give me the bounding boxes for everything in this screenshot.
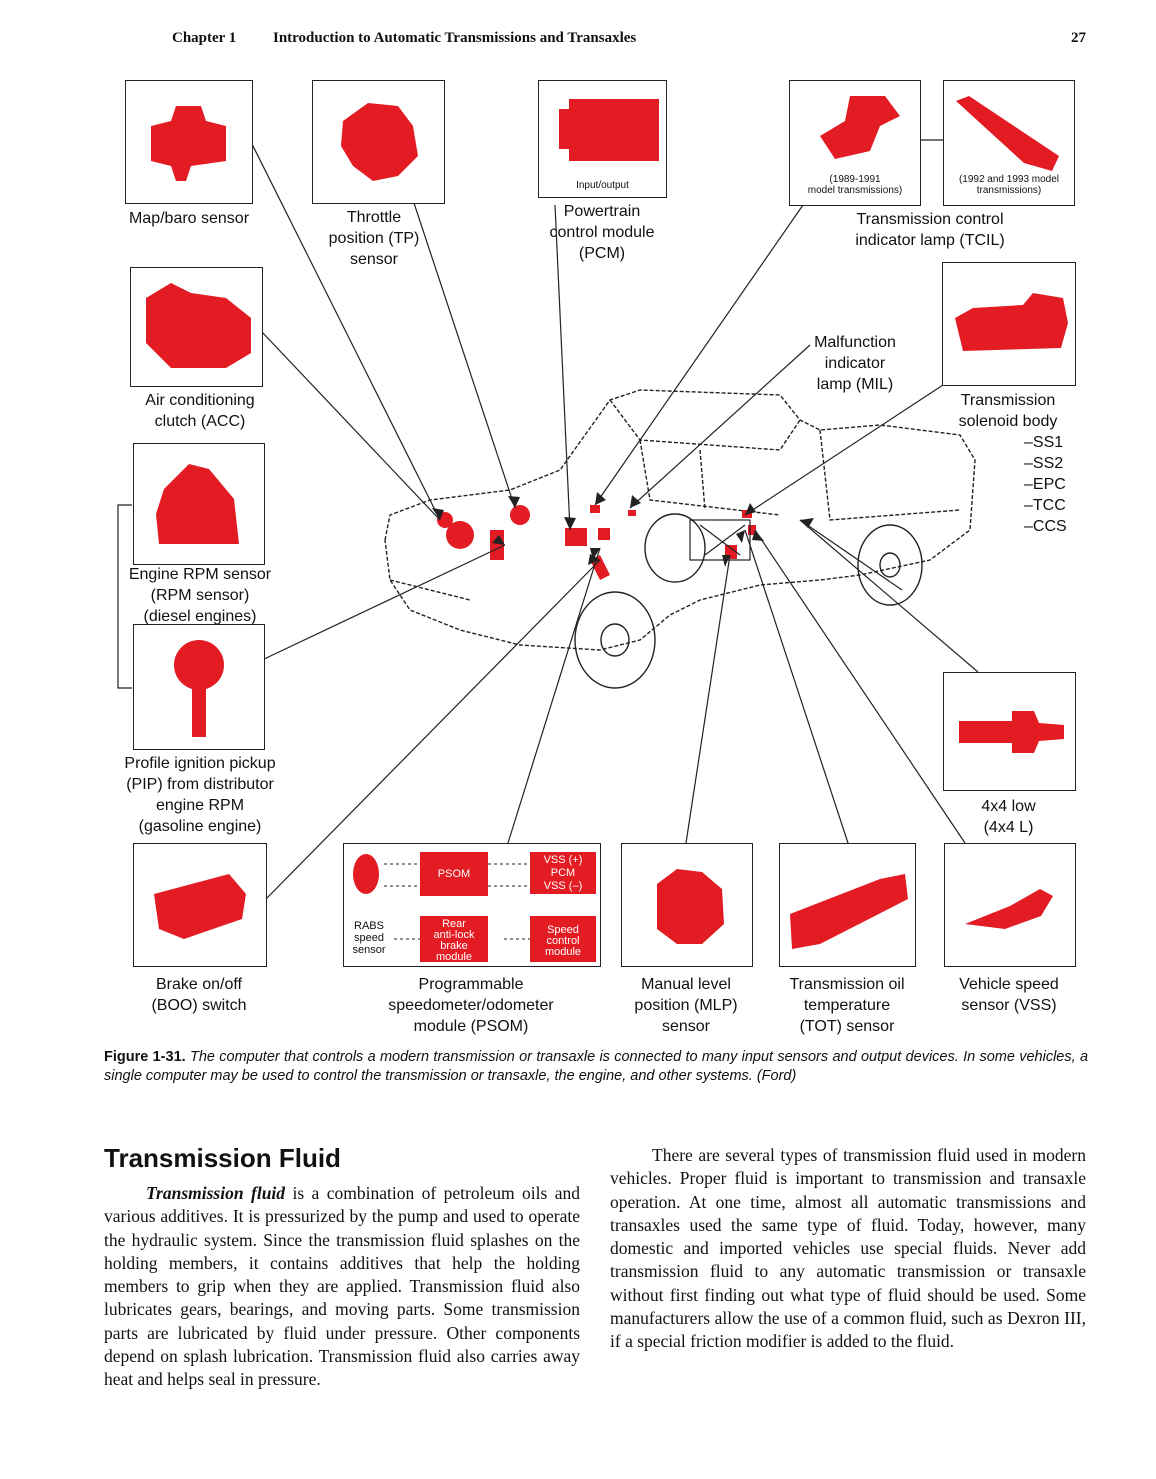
rpm-box	[133, 443, 265, 565]
body-column-left: Transmission fluid is a combination of p…	[104, 1182, 580, 1392]
tp-label-2: position (TP)	[328, 230, 420, 247]
body-column-right: There are several types of transmission …	[610, 1144, 1086, 1354]
solenoid-label-1: Transmission	[960, 392, 1056, 409]
vss-label-2: sensor (VSS)	[961, 997, 1057, 1014]
pip-box	[133, 624, 265, 750]
mlp-label-3: sensor	[661, 1018, 711, 1035]
tp-label-3: sensor	[349, 251, 399, 268]
solenoid-tcc: –TCC	[1024, 497, 1066, 514]
spd-label-2: control	[546, 935, 580, 947]
tcil-b-label-2: transmissions)	[976, 185, 1042, 196]
figure-1-31: Input/output (1989-1991 model transmissi…	[117, 80, 1076, 1035]
vss-label-1: Vehicle speed	[959, 976, 1059, 993]
rpm-label-2: (RPM sensor)	[150, 587, 250, 604]
rabs-label-1: RABS	[354, 920, 384, 932]
rear-label-3: brake	[440, 940, 468, 952]
rpm-label-1: Engine RPM sensor	[128, 566, 272, 583]
x4-label-2: (4x4 L)	[983, 819, 1034, 836]
psom-label-1: Programmable	[418, 976, 524, 993]
tot-label-3: (TOT) sensor	[799, 1018, 895, 1035]
solenoid-label-2: solenoid body	[958, 413, 1058, 430]
tp-sensor-box	[312, 80, 445, 204]
solenoid-epc: –EPC	[1024, 476, 1066, 493]
truck-diagram	[117, 139, 979, 901]
rpm-label-3: (diesel engines)	[143, 608, 257, 625]
psom-box: PSOM VSS (+) PCM VSS (–) RABS speed sens…	[343, 843, 601, 967]
mlp-label-2: position (MLP)	[634, 997, 738, 1014]
boo-label-1: Brake on/off	[156, 976, 242, 993]
mlp-box	[621, 843, 753, 967]
truck-wheels	[574, 513, 923, 689]
mil-label-1: Malfunction	[814, 334, 896, 351]
map-baro-box	[125, 80, 253, 204]
tcil-a-label-2: model transmissions)	[807, 185, 903, 196]
paragraph-1-text: is a combination of petroleum oils and v…	[104, 1183, 580, 1390]
rabs-label-3: sensor	[352, 944, 386, 956]
spd-label-1: Speed	[547, 924, 579, 936]
tot-box	[779, 843, 916, 967]
solenoid-ss1: –SS1	[1024, 434, 1064, 451]
vss-box	[944, 843, 1076, 967]
tcil-label-1: Transmission control	[856, 211, 1004, 228]
mlp-label-1: Manual level	[641, 976, 731, 993]
boo-label-2: (BOO) switch	[151, 997, 247, 1014]
vss-plus-label: VSS (+)	[543, 854, 583, 866]
key-term: Transmission fluid	[146, 1183, 286, 1203]
map-baro-label: Map/baro sensor	[128, 210, 250, 227]
tcil-a-label-1: (1989-1991	[829, 174, 881, 185]
psom-label-3: module (PSOM)	[413, 1018, 529, 1035]
rear-label-2: anti-lock	[433, 929, 475, 941]
pip-label-4: (gasoline engine)	[138, 818, 262, 835]
truck-outline	[384, 389, 976, 651]
pcm-label-3: (PCM)	[578, 245, 626, 262]
x4-label-1: 4x4 low	[981, 798, 1036, 815]
psom-inner-label: PSOM	[437, 868, 471, 880]
page-number: 27	[1071, 30, 1086, 46]
solenoid-ccs: –CCS	[1024, 518, 1067, 535]
transmission-sketch	[689, 519, 751, 561]
tot-label-2: temperature	[803, 997, 891, 1014]
pcm-io-label: Input/output	[576, 180, 629, 191]
acc-label-1: Air conditioning	[145, 392, 255, 409]
caption-text: The computer that controls a modern tran…	[104, 1049, 1089, 1084]
pcm-small-label: PCM	[550, 867, 576, 879]
pcm-label-1: Powertrain	[563, 203, 641, 220]
acc-label-2: clutch (ACC)	[154, 413, 246, 430]
rabs-label-2: speed	[354, 932, 384, 944]
truck-components	[437, 505, 756, 580]
pip-label-3: engine RPM	[155, 797, 245, 814]
acc-box	[130, 267, 263, 387]
vss-minus-label: VSS (–)	[543, 880, 583, 892]
section-heading: Transmission Fluid	[104, 1143, 341, 1173]
pip-label-2: (PIP) from distributor	[126, 776, 274, 793]
psom-label-2: speedometer/odometer	[388, 997, 554, 1014]
mil-label-2: indicator	[824, 355, 886, 372]
leader-lines	[117, 139, 979, 901]
pip-label-1: Profile ignition pickup	[124, 755, 276, 772]
tcil-b-label-1: (1992 and 1993 model	[958, 174, 1060, 185]
paragraph-1: Transmission fluid is a combination of p…	[104, 1182, 580, 1392]
mil-label-3: lamp (MIL)	[816, 376, 894, 393]
solenoid-ss2: –SS2	[1024, 455, 1064, 472]
chapter-title: Introduction to Automatic Transmissions …	[273, 30, 637, 46]
rear-label-4: module	[435, 951, 473, 963]
chapter-label: Chapter 1	[172, 30, 237, 46]
tcil-a-box: (1989-1991 model transmissions)	[789, 80, 921, 206]
boo-box	[133, 843, 267, 967]
figure-caption: Figure 1-31. The computer that controls …	[104, 1048, 1088, 1086]
pcm-label-2: control module	[549, 224, 655, 241]
pcm-box: Input/output	[538, 80, 667, 198]
tcil-label-2: indicator lamp (TCIL)	[855, 232, 1005, 249]
spd-label-3: module	[544, 946, 582, 958]
tcil-b-box: (1992 and 1993 model transmissions)	[943, 80, 1075, 206]
tot-label-1: Transmission oil	[789, 976, 905, 993]
solenoid-box	[942, 262, 1076, 386]
paragraph-2: There are several types of transmission …	[610, 1145, 1086, 1352]
tp-label-1: Throttle	[346, 209, 402, 226]
rear-label-1: Rear	[442, 918, 466, 930]
x4-low-box	[943, 672, 1076, 791]
leader-arrows	[432, 492, 814, 567]
caption-label: Figure 1-31.	[104, 1049, 186, 1065]
